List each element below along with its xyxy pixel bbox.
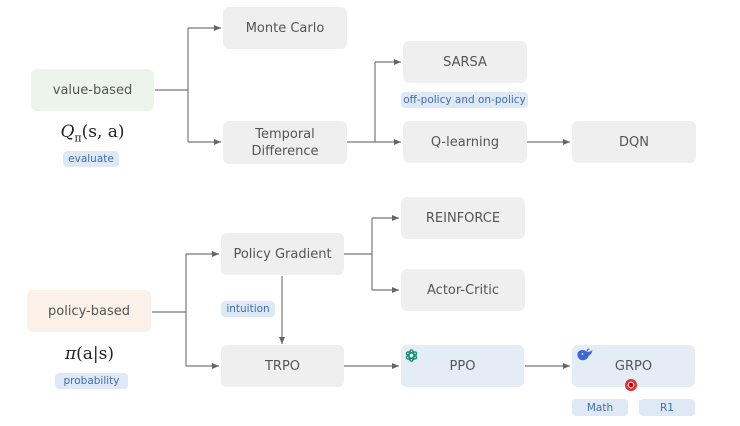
openai-logo-icon: [405, 349, 418, 362]
intuition-tag: intuition: [221, 301, 275, 317]
sarsa-node: SARSA: [403, 41, 527, 83]
q-learning-node: Q-learning: [403, 121, 527, 163]
policy-based-label: policy-based: [48, 303, 130, 319]
off-on-policy-tag-label: off-policy and on-policy: [403, 94, 526, 106]
trpo-node: TRPO: [221, 345, 344, 387]
q-args: (s, a): [81, 122, 125, 142]
pi-symbol: π: [64, 344, 77, 364]
off-on-policy-tag: off-policy and on-policy: [401, 92, 528, 108]
q-symbol: Q: [60, 122, 75, 142]
td-label-line2: Difference: [251, 143, 319, 159]
r1-tag-label: R1: [660, 401, 674, 414]
value-based-node: value-based: [31, 69, 154, 111]
math-tag-label: Math: [586, 401, 614, 414]
pi-args: (a|s): [76, 344, 115, 364]
dqn-label: DQN: [619, 134, 649, 150]
grpo-label: GRPO: [614, 358, 653, 374]
monte-carlo-node: Monte Carlo: [223, 7, 347, 49]
policy-gradient-label: Policy Gradient: [233, 246, 332, 262]
value-based-label: value-based: [52, 82, 133, 98]
math-tag: Math: [572, 399, 628, 416]
probability-tag: probability: [55, 373, 128, 389]
evaluate-tag: evaluate: [63, 151, 119, 167]
sarsa-label: SARSA: [443, 54, 487, 70]
probability-tag-label: probability: [63, 375, 120, 387]
r1-tag: R1: [639, 399, 695, 416]
q-learning-label: Q-learning: [430, 134, 500, 150]
policy-based-node: policy-based: [27, 290, 151, 332]
monte-carlo-label: Monte Carlo: [245, 20, 325, 36]
q-subscript: π: [74, 131, 82, 145]
intuition-tag-label: intuition: [226, 303, 270, 315]
ppo-label: PPO: [449, 358, 476, 374]
pi-formula: π(a|s): [27, 344, 152, 364]
deepseek-whale-icon: [577, 348, 593, 361]
actor-critic-node: Actor-Critic: [401, 269, 525, 311]
reinforce-node: REINFORCE: [401, 197, 525, 239]
q-formula: Qπ(s, a): [30, 122, 155, 144]
evaluate-tag-label: evaluate: [68, 153, 114, 165]
ppo-node: PPO: [401, 345, 524, 387]
cursor-dot-icon: [625, 379, 637, 391]
policy-gradient-node: Policy Gradient: [221, 233, 344, 275]
trpo-label: TRPO: [264, 358, 301, 374]
td-label-line1: Temporal: [255, 126, 315, 142]
actor-critic-label: Actor-Critic: [427, 282, 499, 298]
reinforce-label: REINFORCE: [425, 210, 501, 226]
dqn-node: DQN: [572, 121, 696, 163]
